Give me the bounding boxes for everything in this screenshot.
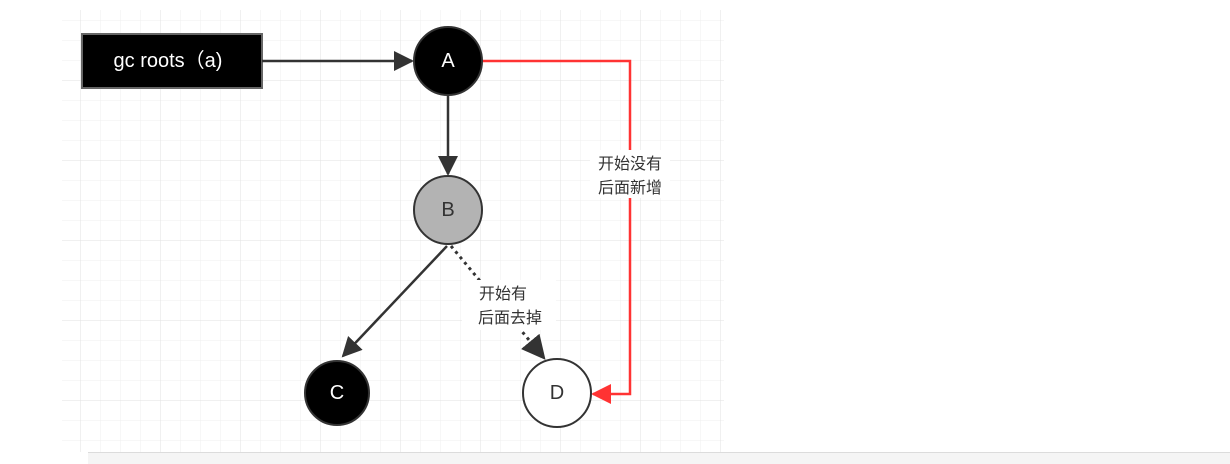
node-c-label: C — [330, 382, 344, 404]
node-c: C — [304, 360, 370, 426]
edge-b-to-d-label-line1: 开始有 — [479, 284, 527, 303]
gc-roots-label: gc roots（a) — [114, 49, 223, 72]
node-b-label: B — [441, 199, 454, 221]
node-d-label: D — [550, 382, 564, 404]
edge-a-to-d-label-line2: 后面新增 — [598, 178, 662, 197]
node-a-label: A — [441, 50, 455, 72]
edge-b-to-d-label-bg — [462, 280, 556, 330]
gc-roots-node: gc roots（a) — [81, 33, 263, 89]
node-b: B — [413, 175, 483, 245]
edge-b-to-c — [341, 245, 448, 358]
edge-a-to-d-label-line1: 开始没有 — [598, 154, 662, 173]
edge-b-to-d-label-line2: 后面去掉 — [478, 308, 542, 327]
bottom-panel-edge — [88, 452, 1230, 464]
edge-a-to-d — [482, 59, 632, 404]
edge-a-to-d-label-bg — [590, 150, 670, 198]
node-d: D — [522, 358, 592, 428]
node-a: A — [413, 26, 483, 96]
